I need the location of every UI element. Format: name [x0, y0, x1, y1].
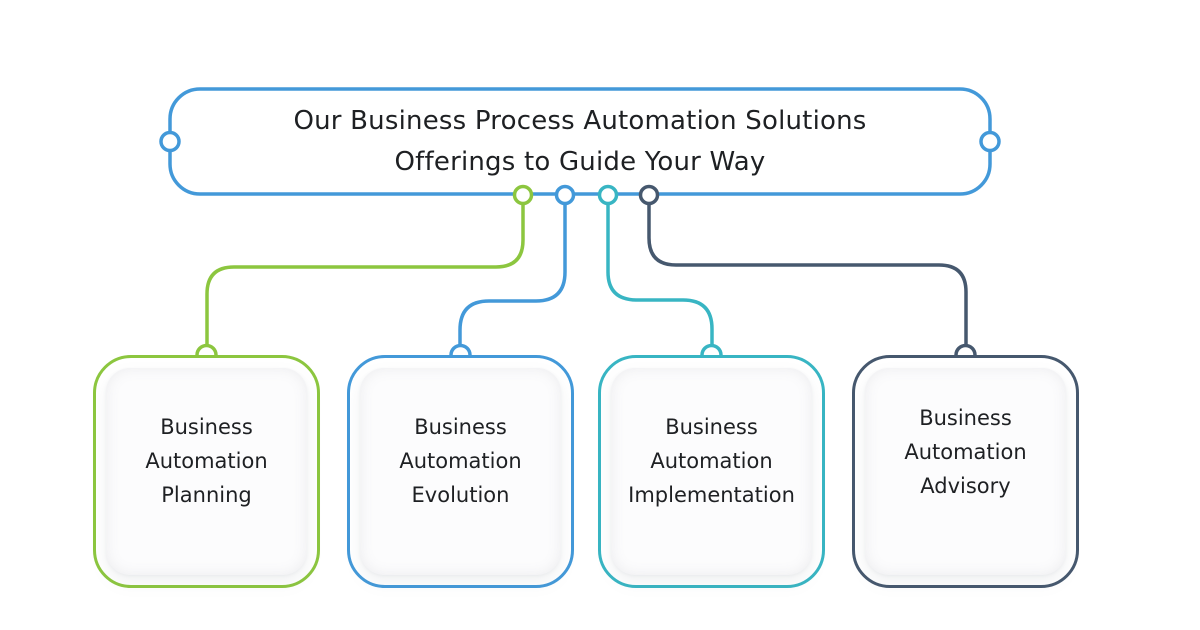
connector-advisory [647, 195, 968, 355]
node-label: Business Automation Planning [145, 414, 268, 507]
node-label: Business Automation Evolution [399, 414, 522, 507]
node-business-automation-planning: Business Automation Planning [93, 355, 320, 588]
node-label: Business Automation Implementation [628, 414, 795, 507]
anchor-implementation-icon [597, 184, 619, 206]
title-left-node-icon [159, 130, 181, 153]
anchor-planning-icon [512, 184, 534, 206]
title-right-node-icon [979, 130, 1001, 153]
node-card: Business Automation Implementation [611, 368, 812, 575]
diagram-title-line2: Offerings to Guide Your Way [394, 146, 766, 177]
node-label: Business Automation Advisory [904, 405, 1027, 498]
node-card: Business Automation Planning [106, 368, 307, 575]
node-card: Business Automation Advisory [865, 368, 1066, 575]
node-business-automation-advisory: Business Automation Advisory [852, 355, 1079, 588]
node-business-automation-evolution: Business Automation Evolution [347, 355, 574, 588]
anchor-evolution-icon [554, 184, 576, 206]
diagram-title-line1: Our Business Process Automation Solution… [293, 105, 867, 136]
anchor-advisory-icon [638, 184, 660, 206]
node-card: Business Automation Evolution [360, 368, 561, 575]
connector-evolution [458, 195, 567, 355]
connector-implementation [606, 195, 714, 355]
connector-planning [205, 195, 525, 355]
node-business-automation-implementation: Business Automation Implementation [598, 355, 825, 588]
diagram-title: Our Business Process Automation Solution… [170, 89, 990, 194]
